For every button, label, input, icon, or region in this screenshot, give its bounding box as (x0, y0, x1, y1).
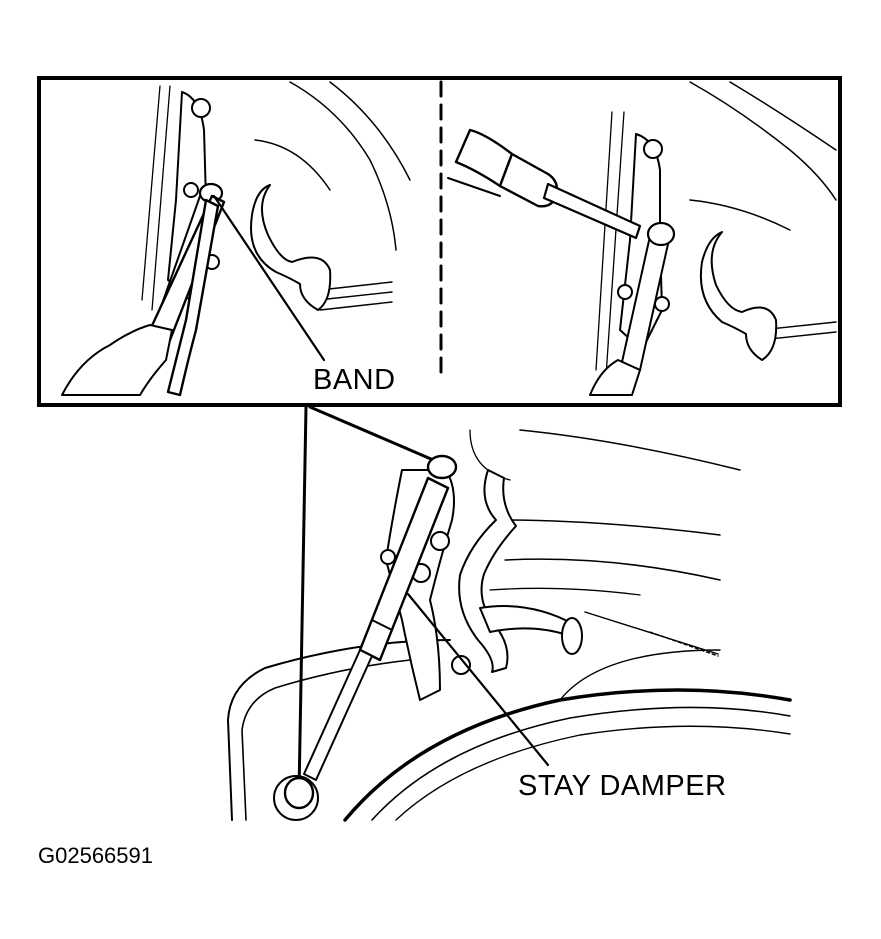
harness-left (250, 184, 332, 311)
bolt-icon (430, 531, 450, 551)
body-curve-4 (489, 587, 641, 596)
trunk-opening-outer (227, 639, 451, 821)
harness-right (699, 231, 778, 361)
bolt-icon (654, 296, 670, 312)
body-curve-1 (519, 429, 741, 471)
bolt-icon (617, 284, 633, 300)
stay-damper-rod (303, 649, 373, 781)
wiring-harness (458, 469, 517, 673)
trunk-lid-edge-inner (371, 706, 791, 821)
body-line-left-5 (317, 291, 393, 301)
body-curve-3 (504, 558, 721, 581)
panel-edge-left-2 (151, 85, 171, 311)
stay-damper-leader (406, 592, 550, 767)
panel-edge-left-1 (141, 85, 161, 301)
bolt-icon (451, 655, 471, 675)
bolt-icon (183, 182, 199, 198)
inset-right-panel (447, 81, 837, 396)
screwdriver-icon (447, 128, 642, 240)
leader-line-left (297, 405, 308, 794)
body-curve-left-3 (254, 139, 331, 191)
inset-left-panel (61, 81, 411, 397)
main-view (227, 405, 792, 822)
bolt-icon (380, 549, 396, 565)
body-line-left-4 (319, 281, 393, 291)
body-curve-right-2 (729, 81, 837, 151)
bolt-icon (191, 98, 211, 118)
body-line-left-6 (319, 301, 393, 311)
band-leader (212, 194, 326, 362)
hand-icon (61, 324, 173, 396)
harness-grommet (561, 617, 583, 655)
body-curve-left-2 (329, 81, 411, 181)
inset-view (37, 76, 842, 407)
body-curve-left-1 (289, 81, 397, 251)
stay-damper-label: STAY DAMPER (518, 770, 727, 802)
stay-damper-cylinder (358, 476, 450, 662)
figure-id: G02566591 (38, 843, 153, 868)
cable-line-dash (649, 631, 719, 657)
body-curve-right-3 (689, 199, 791, 231)
stay-damper-band-mark (371, 619, 393, 631)
body-panel-line (559, 649, 721, 701)
panel-edge-right-2 (605, 111, 625, 377)
body-curve-right-1 (689, 81, 837, 201)
leader-line-top (308, 405, 440, 464)
stay-damper-bottom-socket (283, 776, 315, 810)
bolt-icon (643, 139, 663, 159)
band-label: BAND (313, 364, 396, 396)
body-curve-2 (499, 519, 721, 536)
trunk-opening-inner (241, 659, 411, 821)
stay-damper-top-socket (426, 454, 458, 480)
strut-right-socket (646, 221, 676, 247)
stay-damper (273, 454, 458, 821)
trunk-lid-edge-inner-2 (395, 725, 791, 821)
stay-damper-bottom-mount (273, 775, 319, 821)
panel-edge-right-1 (595, 111, 613, 371)
hand-icon (589, 359, 641, 396)
